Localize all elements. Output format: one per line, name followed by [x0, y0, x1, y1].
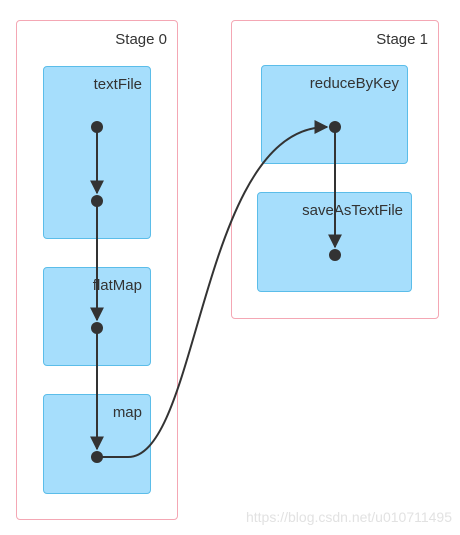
operation-textfile-label: textFile: [93, 76, 142, 93]
operation-saveastextfile[interactable]: saveAsTextFile: [257, 192, 412, 292]
operation-saveastextfile-label: saveAsTextFile: [302, 202, 403, 219]
stage-0-label: Stage 0: [115, 31, 167, 48]
operation-reducebykey[interactable]: reduceByKey: [261, 65, 408, 164]
operation-flatmap[interactable]: flatMap: [43, 267, 151, 366]
operation-map-label: map: [112, 404, 142, 421]
operation-reducebykey-label: reduceByKey: [309, 75, 399, 92]
operation-map[interactable]: map: [43, 394, 151, 494]
operation-flatmap-label: flatMap: [92, 277, 142, 294]
stage-1-label: Stage 1: [376, 31, 428, 48]
operation-textfile[interactable]: textFile: [43, 66, 151, 239]
watermark-text: https://blog.csdn.net/u010711495: [245, 509, 452, 525]
